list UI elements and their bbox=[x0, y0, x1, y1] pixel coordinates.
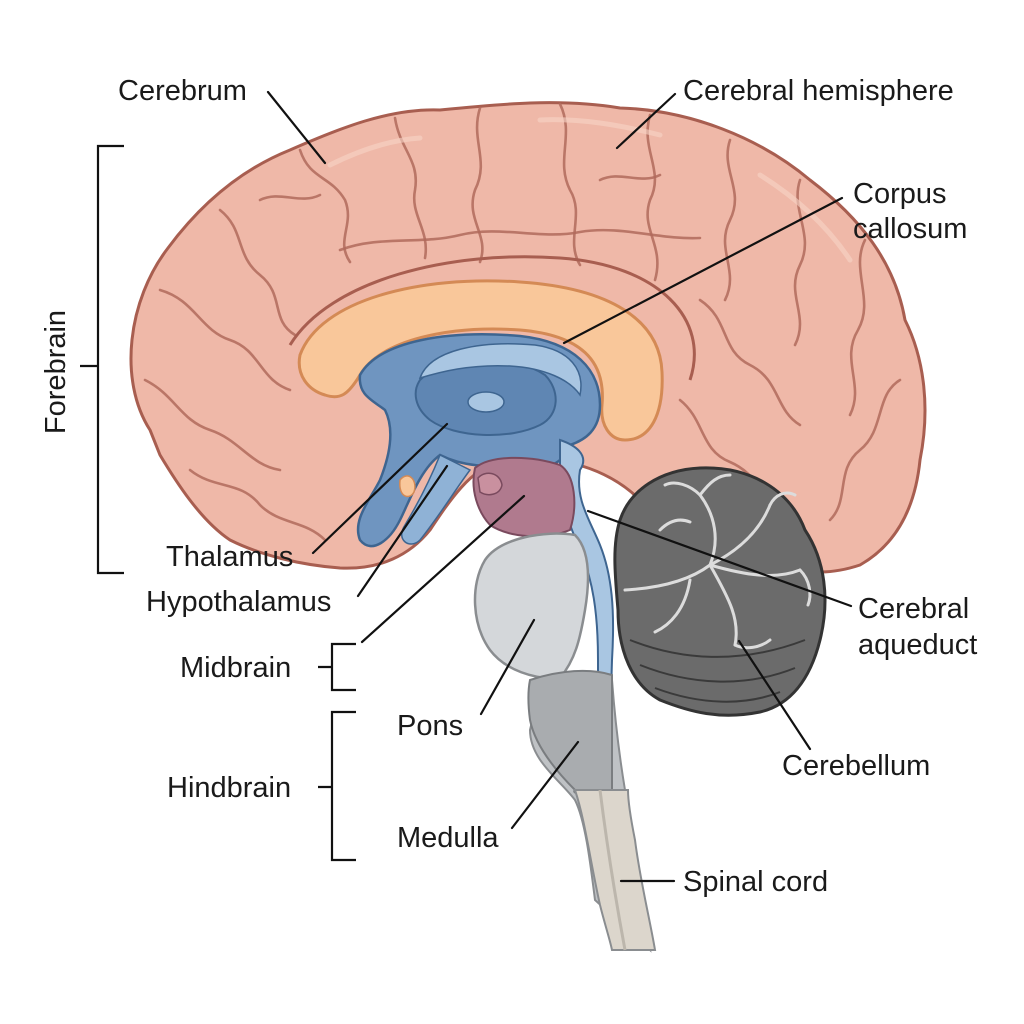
corpus-callosum-label-line1: Corpus bbox=[853, 178, 947, 210]
hypothalamus-leader bbox=[356, 464, 449, 598]
thalamus-leader bbox=[311, 422, 449, 555]
cerebrum-leader bbox=[266, 90, 327, 165]
hindbrain-label: Hindbrain bbox=[167, 772, 291, 804]
medulla-shape bbox=[527, 669, 613, 795]
cerebral-hemisphere-leader bbox=[615, 92, 677, 150]
midbrain-leader bbox=[360, 494, 526, 644]
forebrain-label: Forebrain bbox=[40, 310, 72, 434]
medulla-label: Medulla bbox=[397, 822, 499, 854]
cerebellum-shape bbox=[613, 466, 827, 717]
medulla-leader bbox=[510, 740, 580, 830]
cerebral-aqueduct-label-line1: Cerebral bbox=[858, 593, 969, 625]
spinal-cord-shape bbox=[573, 789, 657, 951]
thalamus-label: Thalamus bbox=[166, 541, 293, 573]
corpus-callosum-shape bbox=[297, 279, 664, 442]
corpus-callosum-leader bbox=[562, 196, 844, 345]
spinal-cord-label: Spinal cord bbox=[683, 866, 828, 898]
cerebellum-label: Cerebellum bbox=[782, 750, 930, 782]
pons-leader bbox=[479, 618, 536, 716]
pons-label: Pons bbox=[397, 710, 463, 742]
hindbrain-bracket bbox=[318, 710, 356, 862]
cerebellum-leader bbox=[737, 639, 812, 751]
cerebral-hemisphere-label: Cerebral hemisphere bbox=[683, 75, 954, 107]
midbrain-label: Midbrain bbox=[180, 652, 291, 684]
forebrain-bracket bbox=[80, 144, 124, 575]
pons-shape bbox=[473, 532, 590, 680]
cerebrum-label: Cerebrum bbox=[118, 75, 247, 107]
corpus-callosum-label-line2: callosum bbox=[853, 213, 967, 245]
hypothalamus-label: Hypothalamus bbox=[146, 586, 331, 618]
midbrain-bracket bbox=[318, 642, 356, 692]
cerebral-aqueduct-leader bbox=[586, 509, 853, 608]
cerebral-aqueduct-label-line2: aqueduct bbox=[858, 629, 977, 661]
